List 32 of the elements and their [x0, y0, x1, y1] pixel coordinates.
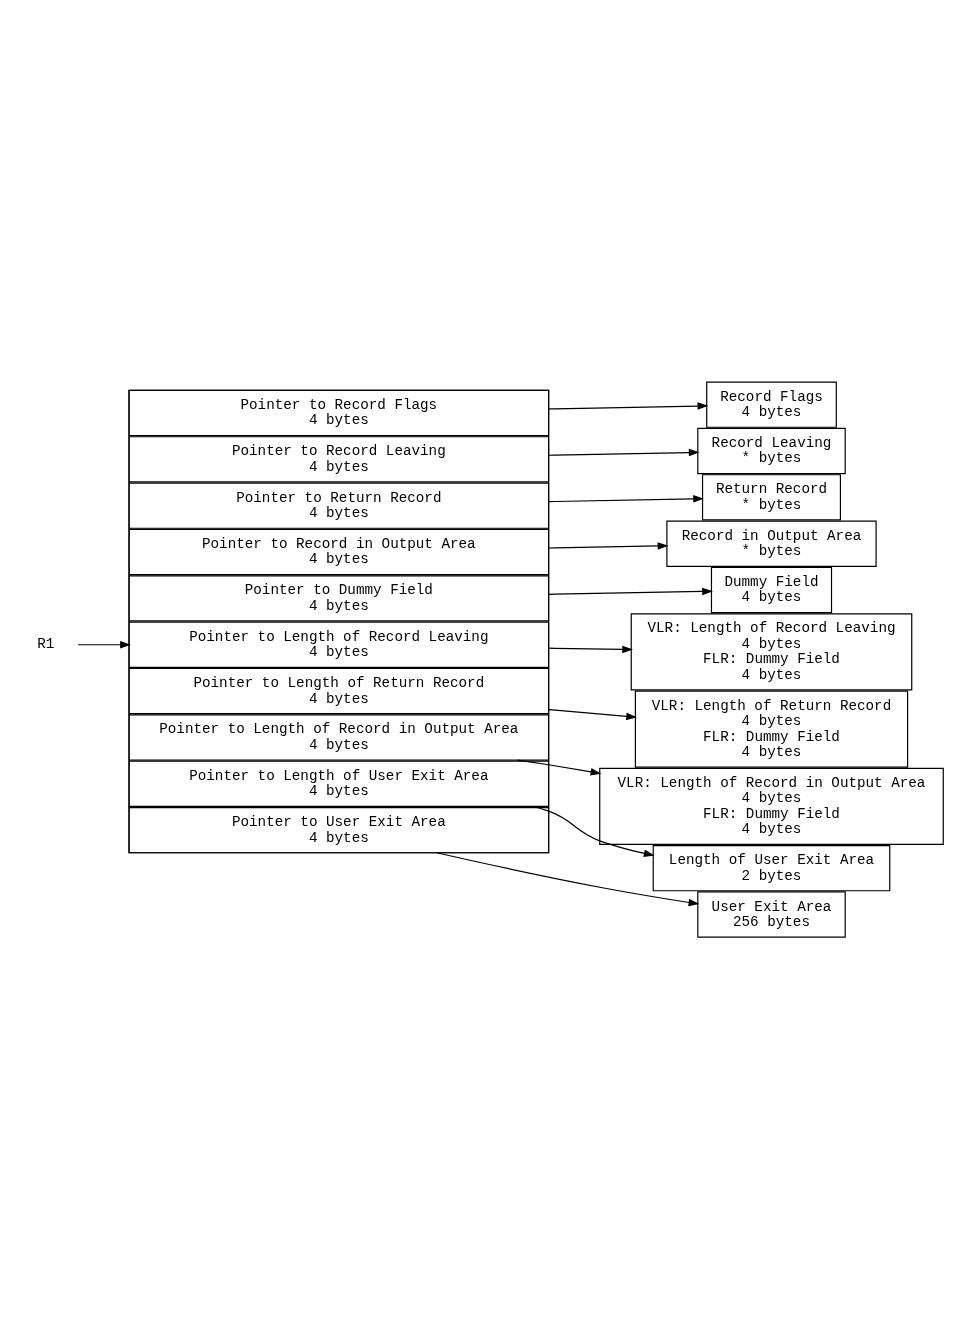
node-text: R1 — [36, 636, 54, 653]
node-box: User Exit Area 256 bytes — [696, 891, 846, 938]
node-box: Pointer to Length of User Exit Area 4 bytes — [127, 760, 549, 807]
arrow — [435, 852, 699, 907]
node-box: Pointer to Record Flags 4 bytes — [127, 389, 549, 437]
node-box: Pointer to Return Record 4 bytes — [127, 482, 549, 529]
arrow — [547, 587, 713, 596]
node-box: VLR: Length of Record in Output Area 4 bytes FLR: Dummy Field 4 bytes — [598, 767, 944, 845]
node-box: Length of User Exit Area 2 bytes — [652, 845, 890, 892]
arrow — [547, 495, 704, 503]
node-box: Record in Output Area * bytes — [665, 520, 877, 567]
node-box: Pointer to User Exit Area 4 bytes — [127, 807, 549, 854]
node-box: Pointer to Dummy Field 4 bytes — [127, 575, 549, 622]
node-box: Record Flags 4 bytes — [705, 381, 837, 428]
node-box: Record Leaving * bytes — [696, 427, 846, 475]
node-box: Pointer to Record Leaving 4 bytes — [127, 436, 549, 483]
node-box: Dummy Field 4 bytes — [710, 566, 832, 614]
arrow — [532, 805, 655, 858]
arrow — [516, 759, 601, 776]
node-box: Pointer to Length of Record Leaving 4 bytes — [127, 621, 549, 668]
arrow — [547, 708, 637, 721]
node-box: Pointer to Record in Output Area 4 bytes — [127, 528, 549, 576]
node-box: Return Record * bytes — [701, 474, 841, 521]
arrow — [547, 645, 633, 654]
node-box: Pointer to Length of Record in Output Area 4 bytes — [127, 714, 549, 761]
node-box: VLR: Length of Return Record 4 bytes FLR: Dummy Field 4 bytes — [634, 690, 908, 768]
arrow — [547, 402, 708, 410]
arrow — [547, 542, 668, 550]
node-box: VLR: Length of Record Leaving 4 bytes FLR: Dummy Field 4 bytes — [630, 613, 912, 691]
arrow — [547, 448, 700, 457]
node-box: Pointer to Length of Return Record 4 bytes — [127, 667, 549, 715]
arrow — [77, 641, 131, 649]
